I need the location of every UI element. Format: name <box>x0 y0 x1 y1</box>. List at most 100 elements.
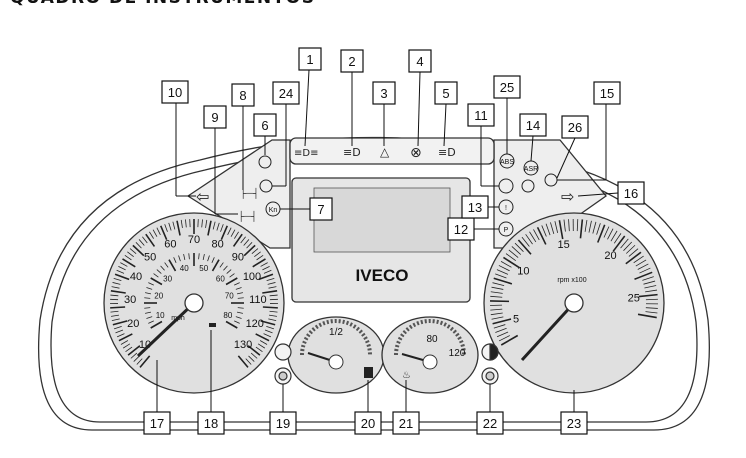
callout-numbers: 1 2 3 4 5 6 7 8 9 10 11 12 13 14 15 16 1… <box>150 52 638 431</box>
display-screen <box>313 187 451 253</box>
tachometer-tick <box>645 289 658 293</box>
rear-fog-light-icon: ≡D≡ <box>294 148 318 159</box>
speedometer-tick <box>220 224 224 232</box>
speedometer-inner-tick <box>173 257 177 263</box>
tachometer-tick <box>603 226 610 238</box>
tachometer-label-5: 5 <box>513 313 519 325</box>
coolant-temperature-icon: ♨ <box>402 370 411 381</box>
speedometer-tick <box>268 314 277 317</box>
callout-10-box <box>161 80 189 104</box>
tachometer-tick <box>517 239 532 255</box>
tachometer-tick <box>490 291 503 294</box>
temperature-gauge-hub <box>422 354 438 370</box>
tachometer-tick <box>592 221 597 234</box>
speedometer-tick <box>266 277 275 282</box>
speedometer-tick <box>139 355 151 368</box>
temperature-gauge-label-80: 80 <box>426 334 438 345</box>
speedometer-tick <box>132 244 145 257</box>
callout-22: 22 <box>483 416 497 431</box>
callout-12-box <box>447 217 475 241</box>
speedometer-tick <box>142 236 148 244</box>
tachometer-tick <box>554 221 559 233</box>
speedometer-tick <box>111 314 120 317</box>
leader-16 <box>577 192 619 197</box>
callout-19-box <box>269 411 297 435</box>
speedometer-tick <box>112 282 121 285</box>
speedometer-tick <box>232 233 243 247</box>
speedometer-hub <box>184 293 204 313</box>
fuel-pump-icon <box>364 367 373 378</box>
callout-12: 12 <box>454 222 468 237</box>
tachometer-hub <box>564 293 584 313</box>
speedometer-inner-tick <box>211 257 215 263</box>
callout-18-box <box>197 411 225 435</box>
speedometer-tick <box>263 333 272 338</box>
left-lamp-top <box>274 343 292 361</box>
callout-14-box <box>519 113 547 137</box>
speedometer-tick <box>269 310 278 313</box>
tachometer-tick <box>498 335 510 342</box>
fuel-gauge-arc <box>300 319 372 356</box>
tachometer-tick <box>637 313 657 319</box>
leader-1 <box>304 69 310 147</box>
callout-21: 21 <box>399 416 413 431</box>
tachometer-tick <box>620 238 629 249</box>
tachometer-tick <box>492 318 512 325</box>
high-beam-icon: ≡D <box>343 146 361 159</box>
fuel-gauge-hub <box>328 354 344 370</box>
speedometer-inner-tick <box>225 320 238 329</box>
speedometer-tick <box>156 227 161 236</box>
tachometer-tick <box>498 265 510 272</box>
speedometer-tick <box>220 225 229 240</box>
callout-17: 17 <box>150 416 164 431</box>
callout-11-box <box>467 103 495 127</box>
callout-7: 7 <box>317 202 324 217</box>
callout-boxes <box>143 47 645 435</box>
speedometer-tick <box>180 219 183 228</box>
speedometer-tick <box>127 345 141 356</box>
speedometer-odometer-mark <box>209 323 216 327</box>
callout-13: 13 <box>468 200 482 215</box>
tachometer-label-25: 25 <box>628 293 640 305</box>
tachometer-tick <box>490 308 503 311</box>
speedometer-inner-tick <box>145 311 152 314</box>
speedometer-inner-tick <box>144 307 151 309</box>
speedometer-label-60: 60 <box>164 238 176 250</box>
callout-25: 25 <box>500 80 514 95</box>
leader-4 <box>417 71 421 147</box>
brand-logo: IVECO <box>356 266 409 285</box>
speedometer-label-80: 80 <box>212 238 224 250</box>
tachometer-tick <box>492 282 505 286</box>
tachometer-tick <box>607 228 614 240</box>
speedometer-tick <box>269 294 278 297</box>
speedometer-tick <box>152 229 158 237</box>
callout-15-box <box>593 81 621 105</box>
parking-brake-label: P <box>504 227 509 234</box>
speedometer-tick <box>245 358 252 365</box>
callout-26: 26 <box>568 120 582 135</box>
central-display: IVECO <box>291 177 471 303</box>
speedometer-tick <box>129 248 137 255</box>
steering-wheel-icon <box>258 155 272 169</box>
speedometer-tick <box>124 254 132 261</box>
speedometer-inner-tick <box>146 287 153 290</box>
speedometer-label-30: 30 <box>124 294 136 306</box>
tachometer-tick <box>645 307 658 309</box>
tachometer-tick <box>550 222 555 235</box>
speedometer-tick <box>254 251 261 258</box>
speedometer-inner-tick <box>168 259 177 272</box>
speedometer-tick <box>172 221 176 230</box>
tachometer-tick <box>525 234 533 245</box>
tachometer-tick <box>496 331 509 338</box>
speedometer-tick <box>110 294 119 297</box>
callout-3-box <box>372 81 396 105</box>
tachometer-label-20: 20 <box>604 250 616 262</box>
tachometer-tick <box>633 255 644 264</box>
speedometer-tick <box>259 340 268 345</box>
callout-1-box <box>298 47 322 71</box>
speedometer-tick <box>159 225 168 240</box>
tachometer-tick <box>613 233 622 244</box>
callout-13-box <box>461 195 489 219</box>
speedometer-inner-tick <box>160 265 165 271</box>
